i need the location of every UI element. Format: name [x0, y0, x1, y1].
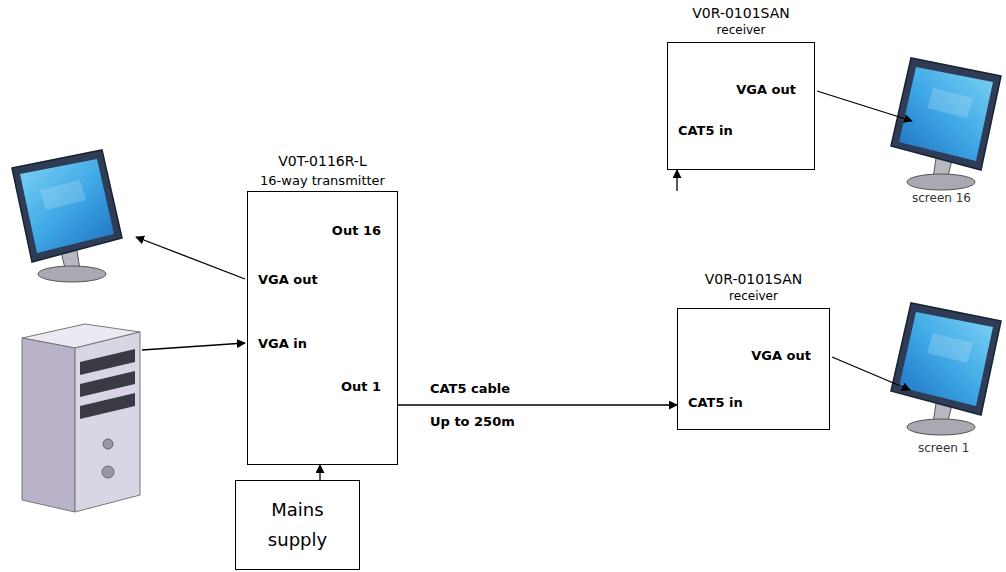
- pc-tower: [22, 324, 140, 512]
- receiver-box: V0R-0101SANreceiverVGA outCAT5 in: [667, 42, 815, 170]
- screen-label: screen 16: [912, 190, 971, 206]
- distance-label: Up to 250m: [430, 414, 515, 430]
- screen-label: screen 1: [918, 440, 969, 456]
- model-label: V0R-0101SAN: [692, 4, 790, 22]
- transmitter-box: V0T-0116R-L16-way transmitterOut 16VGA o…: [247, 191, 398, 465]
- port-label: VGA out: [258, 271, 318, 289]
- port-label: VGA out: [736, 81, 796, 99]
- receiver-box: V0R-0101SANreceiverVGA outCAT5 in: [677, 308, 830, 430]
- model-label: 16-way transmitter: [260, 172, 385, 190]
- cat5-link: [676, 170, 677, 191]
- monitor-screen-1: [891, 303, 1001, 435]
- vga-wire: [817, 91, 912, 121]
- vga-wire: [142, 343, 245, 350]
- port-label: CAT5 in: [688, 394, 743, 412]
- power-box: Mains supply: [235, 480, 360, 570]
- cat5-link: [398, 404, 677, 405]
- cable-label: CAT5 cable: [430, 381, 510, 397]
- model-label: receiver: [717, 21, 766, 39]
- port-label: Out 1: [341, 378, 381, 396]
- port-label: VGA in: [258, 335, 307, 353]
- port-label: VGA out: [751, 347, 811, 365]
- box-label: Mains supply: [236, 495, 359, 555]
- model-label: receiver: [729, 287, 778, 305]
- model-label: V0T-0116R-L: [278, 152, 366, 170]
- vga-wire: [136, 237, 245, 279]
- port-label: Out 16: [332, 222, 381, 240]
- vga-wire: [832, 357, 910, 390]
- model-label: V0R-0101SAN: [705, 270, 803, 288]
- cat5-link: [319, 465, 320, 480]
- port-label: CAT5 in: [678, 122, 733, 140]
- monitor-left: [12, 150, 122, 282]
- monitor-screen-16: [891, 58, 1001, 190]
